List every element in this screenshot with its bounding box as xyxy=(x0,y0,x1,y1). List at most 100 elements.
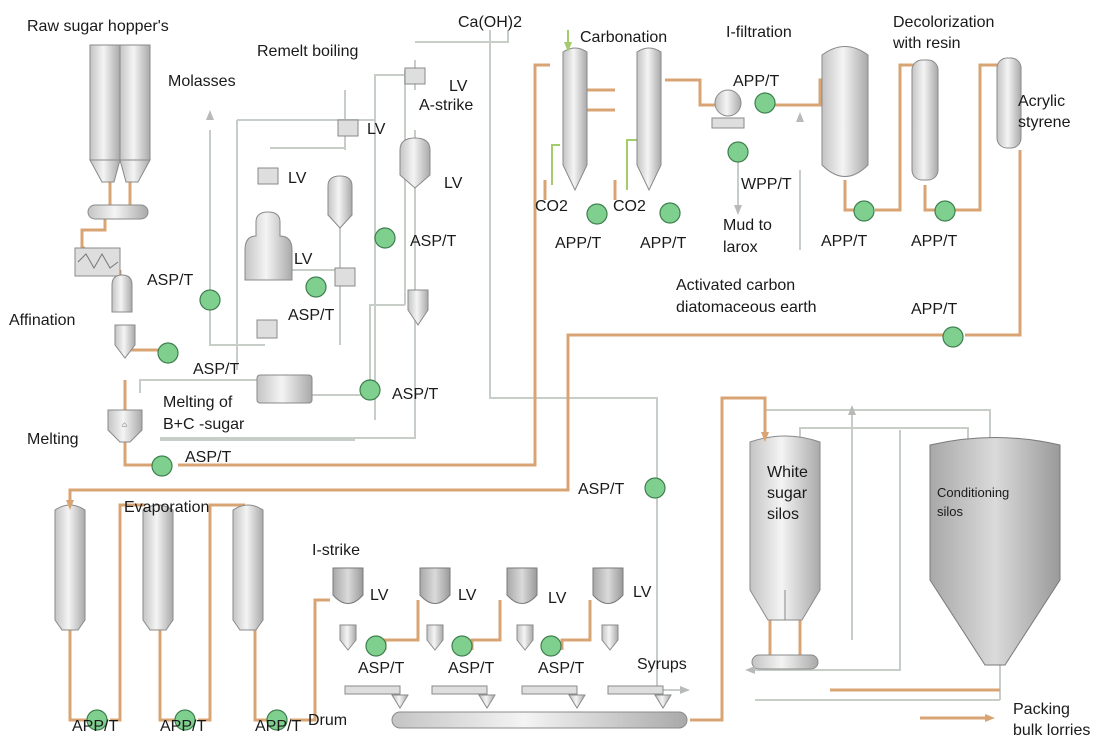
lv-label: LV xyxy=(370,587,389,604)
orange-pipes xyxy=(68,63,1022,722)
silos xyxy=(749,435,1061,670)
pump-app-9 xyxy=(266,709,288,731)
app-label: APP/T xyxy=(555,235,601,252)
label-co2-2: CO2 xyxy=(613,198,646,215)
lv-label: LV xyxy=(444,175,463,192)
label-caoh2: Ca(OH)2 xyxy=(458,14,522,31)
label-conditioning-2: silos xyxy=(937,504,964,519)
lv-labels: LV LV LV LV LV LV LV LV LV xyxy=(288,78,652,607)
label-white-silos-1: White xyxy=(767,464,808,481)
asp-label: ASP/T xyxy=(288,307,334,324)
asp-label: ASP/T xyxy=(185,449,231,466)
lv-label: LV xyxy=(458,587,477,604)
i-strike-pans xyxy=(332,567,672,709)
pump-asp-9 xyxy=(451,635,473,657)
label-white-silos-2: sugar xyxy=(767,485,808,502)
label-melting: Melting xyxy=(27,431,79,448)
label-carbonation: Carbonation xyxy=(580,29,667,46)
melting-vessel: ⌂ xyxy=(107,409,143,443)
label-drum: Drum xyxy=(308,712,347,729)
lv-label: LV xyxy=(294,251,313,268)
pump-labels: ASP/T ASP/T ASP/T ASP/T ASP/T ASP/T ASP/… xyxy=(72,73,957,735)
label-conditioning-1: Conditioning xyxy=(937,485,1009,500)
pump-app-3 xyxy=(754,92,776,114)
label-white-silos-3: silos xyxy=(767,506,799,523)
asp-label: ASP/T xyxy=(392,386,438,403)
app-label: APP/T xyxy=(640,235,686,252)
pump-asp-3 xyxy=(305,276,327,298)
lv-label: LV xyxy=(288,170,307,187)
label-melting-bc-1: Melting of xyxy=(163,394,233,411)
asp-label: ASP/T xyxy=(448,660,494,677)
label-decolorization-1: Decolorization xyxy=(893,14,994,31)
label-co2-1: CO2 xyxy=(535,198,568,215)
label-remelt-boiling: Remelt boiling xyxy=(257,43,358,60)
label-activated-1: Activated carbon xyxy=(676,277,795,294)
pump-wpp xyxy=(727,141,749,163)
label-raw-sugar-hoppers: Raw sugar hopper's xyxy=(27,18,169,35)
asp-label: ASP/T xyxy=(410,233,456,250)
pump-app-4 xyxy=(853,200,875,222)
text-labels: Raw sugar hopper's Remelt boiling Molass… xyxy=(9,14,1090,739)
asp-label: ASP/T xyxy=(193,361,239,378)
label-activated-2: diatomaceous earth xyxy=(676,299,817,316)
lv-label: LV xyxy=(367,121,386,138)
app-label: APP/T xyxy=(160,718,206,735)
drum xyxy=(391,711,688,729)
app-label: APP/T xyxy=(255,718,301,735)
app-label: APP/T xyxy=(911,301,957,318)
label-acrylic-1: Acrylic xyxy=(1018,93,1065,110)
pump-app-5 xyxy=(934,200,956,222)
label-evaporation: Evaporation xyxy=(124,499,209,516)
pump-asp-1 xyxy=(199,289,221,311)
label-molasses: Molasses xyxy=(168,73,236,90)
label-affination: Affination xyxy=(9,312,75,329)
label-a-strike: A-strike xyxy=(419,97,473,114)
evaporators xyxy=(54,504,264,631)
label-acrylic-2: styrene xyxy=(1018,114,1071,131)
app-label: APP/T xyxy=(733,73,779,90)
app-label: APP/T xyxy=(911,233,957,250)
pump-app-6 xyxy=(942,326,964,348)
remelt-boiling-equipment xyxy=(244,67,431,404)
label-syrups: Syrups xyxy=(637,656,687,673)
label-wpp: WPP/T xyxy=(741,176,792,193)
carbonation-columns xyxy=(562,47,662,192)
asp-label: ASP/T xyxy=(147,272,193,289)
label-packing-1: Packing xyxy=(1013,701,1070,718)
label-mud-1: Mud to xyxy=(723,217,772,234)
lv-label: LV xyxy=(548,590,567,607)
pump-asp-10 xyxy=(540,635,562,657)
asp-label: ASP/T xyxy=(358,660,404,677)
pump-asp-8 xyxy=(365,635,387,657)
label-packing-2: bulk lorries xyxy=(1013,722,1090,739)
flow-arrows-orange xyxy=(66,432,995,722)
label-decolorization-2: with resin xyxy=(892,35,961,52)
lv-label: LV xyxy=(633,584,652,601)
filtration-equipment xyxy=(711,46,1022,181)
raw-sugar-hoppers xyxy=(87,44,151,220)
pump-asp-2 xyxy=(157,342,179,364)
pump-asp-5 xyxy=(359,379,381,401)
svg-text:⌂: ⌂ xyxy=(122,420,127,429)
grey-pipes xyxy=(139,30,1001,701)
affination-equipment xyxy=(74,247,136,359)
pump-asp-7 xyxy=(644,477,666,499)
app-label: APP/T xyxy=(821,233,867,250)
asp-label: ASP/T xyxy=(578,481,624,498)
pumps xyxy=(86,92,964,731)
pump-asp-4 xyxy=(374,227,396,249)
pump-app-2 xyxy=(659,202,681,224)
label-melting-bc-2: B+C -sugar xyxy=(163,416,245,433)
label-i-strike: I-strike xyxy=(312,542,360,559)
pump-app-8 xyxy=(174,709,196,731)
label-i-filtration: I-filtration xyxy=(726,24,792,41)
pump-asp-6 xyxy=(151,455,173,477)
app-label: APP/T xyxy=(72,718,118,735)
flow-arrows xyxy=(206,42,856,694)
asp-label: ASP/T xyxy=(538,660,584,677)
lv-label: LV xyxy=(449,78,468,95)
label-mud-2: larox xyxy=(723,239,758,256)
pump-app-7 xyxy=(86,709,108,731)
